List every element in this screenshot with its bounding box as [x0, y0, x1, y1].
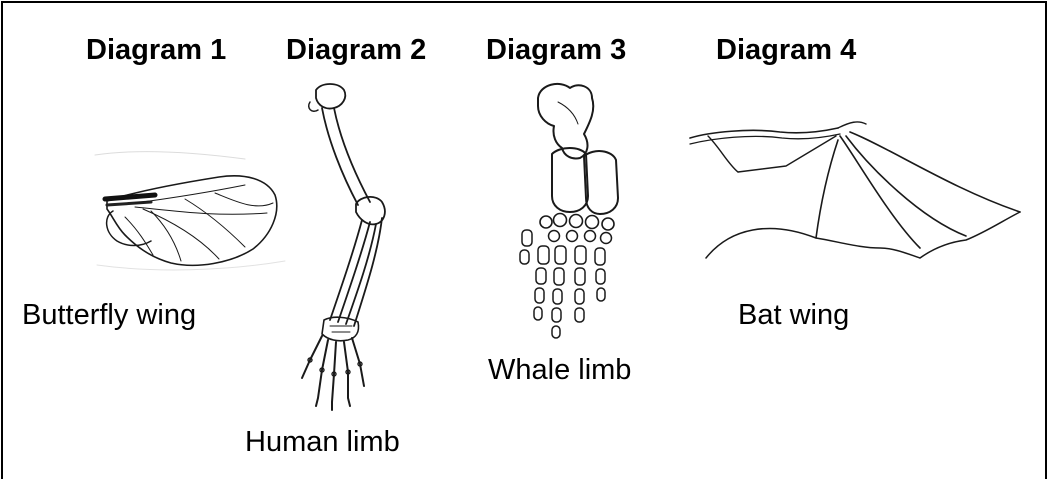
diagram-3-caption: Whale limb: [488, 356, 631, 385]
diagram-4-caption: Bat wing: [738, 301, 849, 330]
diagram-3-title: Diagram 3: [486, 36, 626, 65]
human-limb-drawing: [286, 80, 406, 415]
bat-wing-drawing: [690, 108, 1030, 268]
diagram-2-caption: Human limb: [245, 428, 400, 457]
butterfly-wing-drawing: [95, 155, 295, 275]
diagram-4-title: Diagram 4: [716, 36, 856, 65]
diagram-1-caption: Butterfly wing: [22, 301, 196, 330]
diagram-2-title: Diagram 2: [286, 36, 426, 65]
whale-limb-drawing: [500, 78, 640, 353]
diagram-1-title: Diagram 1: [86, 36, 226, 65]
